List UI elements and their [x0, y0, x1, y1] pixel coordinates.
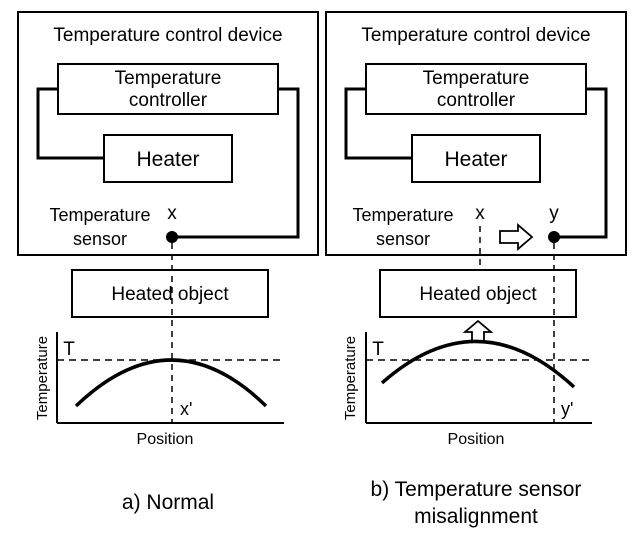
controller-heater-wire — [344, 87, 412, 160]
y-prime-label: y' — [561, 399, 573, 419]
controller-label-line2: controller — [437, 90, 516, 111]
device-title: Temperature control device — [361, 25, 590, 46]
caption-normal: a) Normal — [122, 491, 214, 514]
sensor-dot — [548, 231, 560, 243]
x-axis-label: Position — [448, 431, 505, 448]
device-box — [17, 11, 319, 256]
sensor-label-line1: Temperature — [49, 205, 150, 225]
t-label: T — [372, 339, 384, 360]
device-box — [325, 11, 627, 256]
device-title: Temperature control device — [53, 25, 282, 46]
sensor-wire — [172, 87, 300, 239]
controller-label-line2: controller — [129, 90, 208, 111]
y-axis-label: Temperature — [34, 336, 51, 420]
controller-label-line1: Temperature — [423, 68, 530, 89]
caption-misalignment-line2: misalignment — [414, 505, 538, 528]
heater-label: Heater — [444, 148, 507, 171]
point-y-label: y — [549, 203, 559, 224]
sensor-label-line1: Temperature — [352, 205, 453, 225]
heated-object-label: Heated object — [419, 284, 537, 305]
caption-misalignment-line1: b) Temperature sensor — [371, 478, 582, 501]
y-axis-label: Temperature — [342, 336, 359, 420]
point-x-label: x — [167, 203, 177, 224]
x-prime-label: x' — [180, 399, 192, 419]
t-label: T — [63, 339, 75, 360]
panel-normal: Temperature control device Temperature c… — [17, 11, 319, 514]
temperature-rise-arrow-icon — [462, 319, 494, 342]
controller-heater-wire — [36, 87, 104, 160]
x-axis-label: Position — [137, 431, 194, 448]
temperature-profile-curve — [74, 358, 268, 408]
sensor-label-line2: sensor — [73, 229, 127, 249]
heated-object-box — [71, 269, 269, 318]
heated-object-box — [379, 269, 577, 318]
panel-misalignment: Temperature control device Temperature c… — [325, 11, 627, 528]
heater-label: Heater — [136, 148, 199, 171]
sensor-dot — [166, 231, 178, 243]
controller-label-line1: Temperature — [115, 68, 222, 89]
shift-right-arrow-icon — [499, 223, 534, 251]
heated-object-label: Heated object — [111, 284, 229, 305]
temperature-profile-curve — [380, 339, 576, 389]
sensor-wire — [554, 87, 608, 239]
sensor-label-line2: sensor — [376, 229, 430, 249]
point-x-label: x — [475, 203, 485, 224]
